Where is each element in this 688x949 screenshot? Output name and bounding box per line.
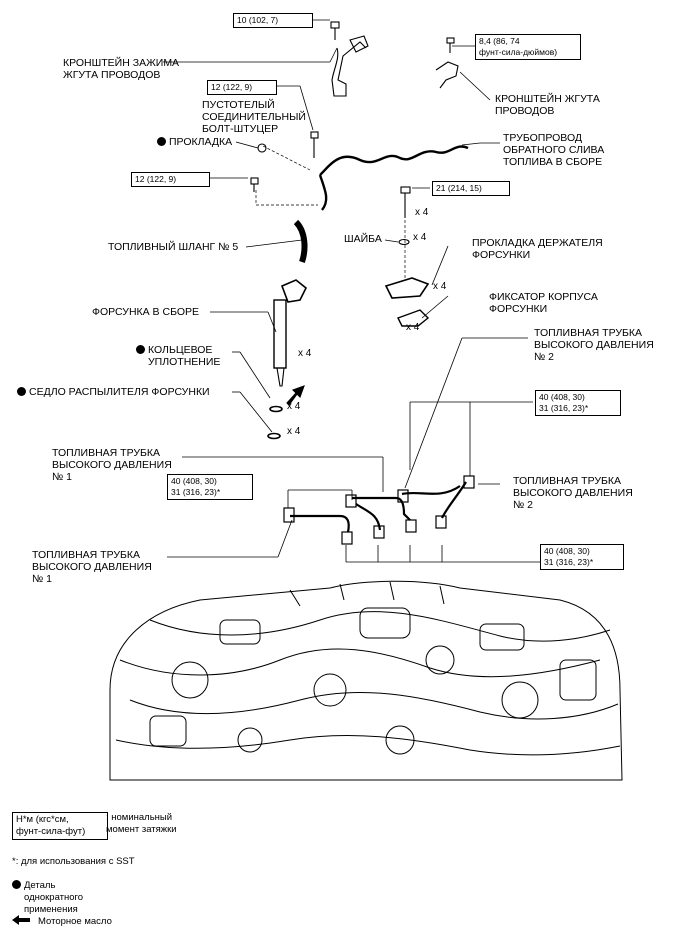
nozzle-seat <box>267 432 281 440</box>
label-holder-gasket: ПРОКЛАДКА ДЕРЖАТЕЛЯ ФОРСУНКИ <box>472 237 603 261</box>
legend-unit-box: Н*м (кгс*см, фунт-сила-фут) <box>12 812 108 840</box>
gasket-part <box>257 143 267 153</box>
non-reusable-dot-icon <box>17 387 26 396</box>
harness-clamp-bracket <box>331 41 367 97</box>
torque-box-bolt: 12 (122, 9) <box>207 80 277 95</box>
return-pipe <box>319 145 469 176</box>
non-reusable-dot-icon <box>157 137 166 146</box>
torque-box-40b: 40 (408, 30) 31 (316, 23)* <box>167 474 253 500</box>
torque-box-top: 10 (102, 7) <box>233 13 313 28</box>
torque-box-40c: 40 (408, 30) 31 (316, 23)* <box>540 544 624 570</box>
engine-block <box>109 580 623 781</box>
torque-box-bracket: 8,4 (86, 74 фунт-сила-дюймов) <box>475 34 581 60</box>
label-hp-pipe2-right: ТОПЛИВНАЯ ТРУБКА ВЫСОКОГО ДАВЛЕНИЯ № 2 <box>513 475 633 511</box>
legend-sst-note: *: для использования с SST <box>12 856 135 867</box>
harness-bracket <box>435 61 459 89</box>
label-nozzle-seat: СЕДЛО РАСПЫЛИТЕЛЯ ФОРСУНКИ <box>17 386 210 398</box>
torque-box-left: 12 (122, 9) <box>131 172 210 187</box>
label-hp-pipe1-top: ТОПЛИВНАЯ ТРУБКА ВЫСОКОГО ДАВЛЕНИЯ № 1 <box>52 447 172 483</box>
dashed-guides <box>255 145 406 278</box>
non-reusable-dot-icon <box>12 880 21 889</box>
label-injector: ФОРСУНКА В СБОРЕ <box>92 306 200 318</box>
count-body-clamp: x 4 <box>406 322 420 333</box>
o-ring <box>269 405 283 413</box>
count-o-ring: x 4 <box>287 401 301 412</box>
bolts <box>250 21 455 218</box>
legend-non-reusable-text: Деталь однократного применения <box>24 880 84 915</box>
label-o-ring-text: КОЛЬЦЕВОЕ УПЛОТНЕНИЕ <box>148 344 221 368</box>
legend-engine-oil: Моторное масло <box>12 915 112 928</box>
label-fuel-hose: ТОПЛИВНЫЙ ШЛАНГ № 5 <box>108 241 239 253</box>
injector-holder <box>384 277 430 299</box>
label-o-ring: КОЛЬЦЕВОЕ УПЛОТНЕНИЕ <box>136 344 220 368</box>
label-washer: ШАЙБА <box>344 233 382 245</box>
label-hp-pipe2-top: ТОПЛИВНАЯ ТРУБКА ВЫСОКОГО ДАВЛЕНИЯ № 2 <box>534 327 654 363</box>
non-reusable-dot-icon <box>136 345 145 354</box>
leader-lines <box>163 19 540 563</box>
label-gasket: ПРОКЛАДКА <box>157 136 232 148</box>
label-bracket-clamp: КРОНШТЕЙН ЗАЖИМА ЖГУТА ПРОВОДОВ <box>63 57 180 81</box>
legend-engine-oil-text: Моторное масло <box>38 916 112 927</box>
label-hp-pipe1-bottom: ТОПЛИВНАЯ ТРУБКА ВЫСОКОГО ДАВЛЕНИЯ № 1 <box>32 549 152 585</box>
label-body-clamp: ФИКСАТОР КОРПУСА ФОРСУНКИ <box>489 291 598 315</box>
label-harness-bracket: КРОНШТЕЙН ЖГУТА ПРОВОДОВ <box>495 93 600 117</box>
legend-unit-desc: : номинальный момент затяжки <box>106 812 177 835</box>
count-bolt-21: x 4 <box>415 207 429 218</box>
label-gasket-text: ПРОКЛАДКА <box>169 136 233 148</box>
label-nozzle-seat-text: СЕДЛО РАСПЫЛИТЕЛЯ ФОРСУНКИ <box>29 386 210 398</box>
torque-box-21: 21 (214, 15) <box>432 181 510 196</box>
engine-oil-arrow-icon <box>12 915 30 925</box>
washer-part <box>398 238 410 246</box>
engine-oil-arrow <box>286 385 305 406</box>
injector-assembly <box>273 279 308 387</box>
count-injector: x 4 <box>298 348 312 359</box>
fuel-hose <box>293 219 308 263</box>
body-clamp <box>397 309 430 327</box>
torque-box-40a: 40 (408, 30) 31 (316, 23)* <box>535 390 621 416</box>
high-pressure-pipes <box>283 475 475 545</box>
count-nozzle-seat: x 4 <box>287 426 301 437</box>
legend-non-reusable: Деталь однократного применения <box>12 880 83 915</box>
label-return-pipe: ТРУБОПРОВОД ОБРАТНОГО СЛИВА ТОПЛИВА В СБ… <box>503 132 605 168</box>
label-hollow-bolt: ПУСТОТЕЛЫЙ СОЕДИНИТЕЛЬНЫЙ БОЛТ-ШТУЦЕР <box>202 99 306 135</box>
count-washer: x 4 <box>413 232 427 243</box>
count-holder-gasket: x 4 <box>433 281 447 292</box>
